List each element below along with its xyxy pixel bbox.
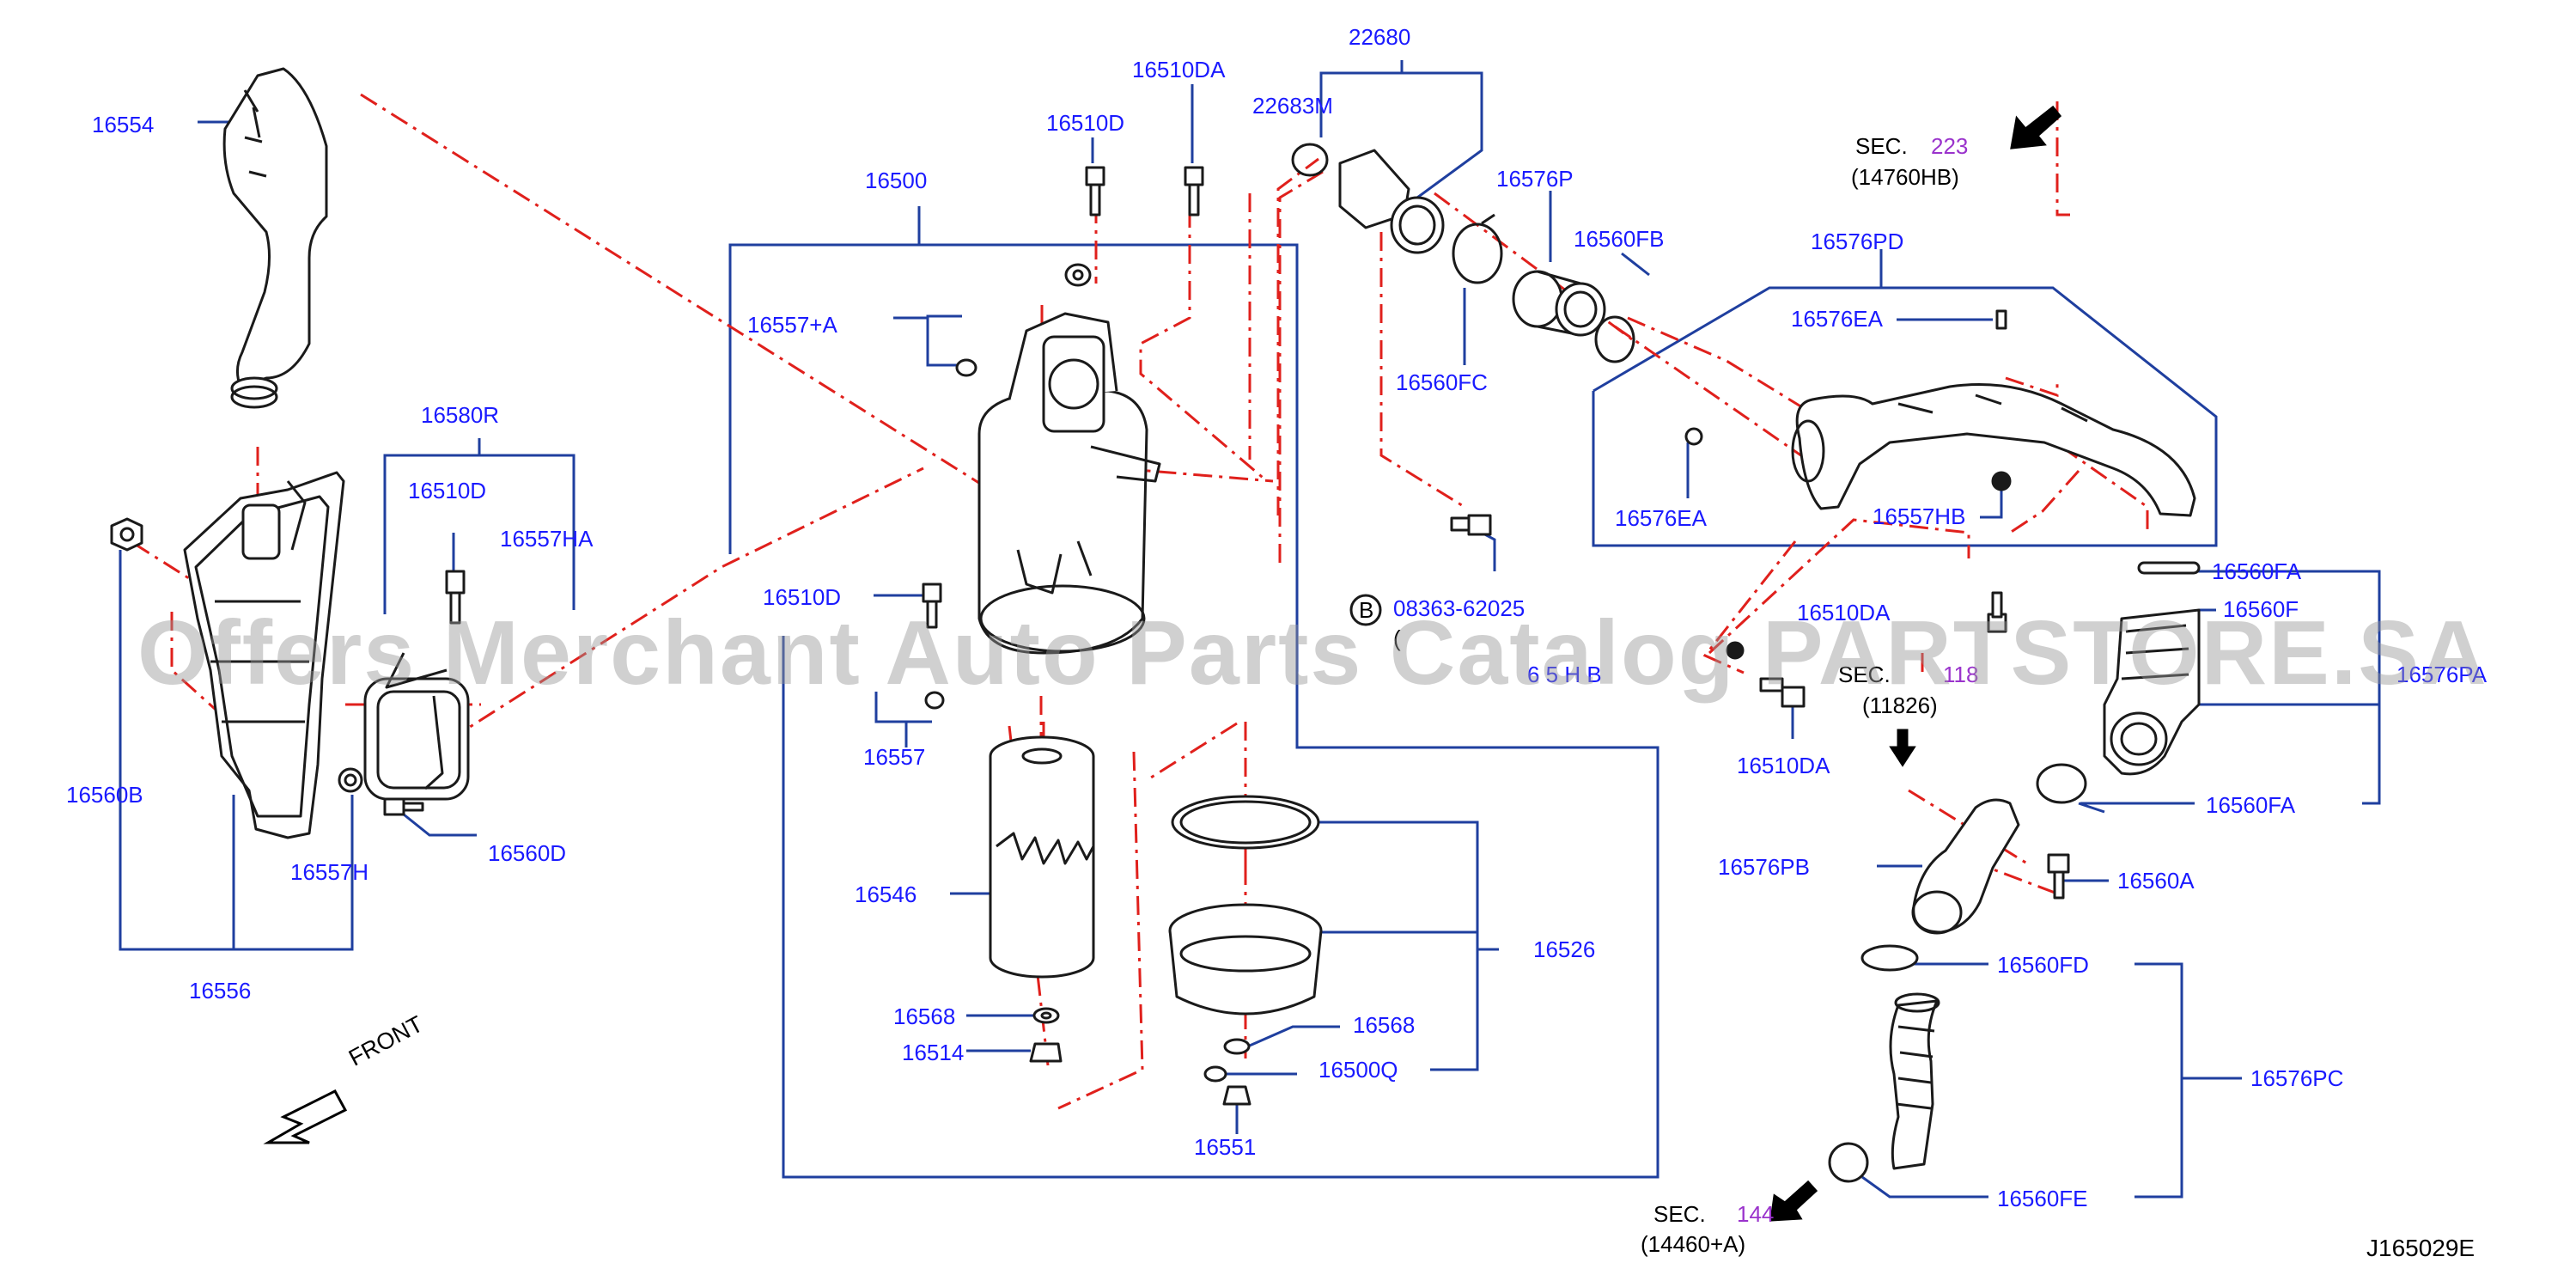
- label-16560FA-bottom: 16560FA: [2206, 792, 2296, 818]
- sec144-subref: (14460+A): [1641, 1231, 1746, 1257]
- label-16576P: 16576P: [1496, 166, 1574, 192]
- label-16546: 16546: [855, 882, 917, 907]
- inlet-duct-16554: [222, 67, 328, 409]
- label-08363-62025: 08363-62025: [1393, 595, 1526, 621]
- air-cleaner-housing-16500: [977, 312, 1161, 655]
- sec118-subref: (11826): [1862, 692, 1938, 718]
- sec223-subref: (14760HB): [1851, 164, 1959, 190]
- label-16557A: 16557+A: [747, 312, 837, 338]
- air-cleaner-case-16556: [183, 471, 345, 839]
- label-16576PB: 16576PB: [1718, 854, 1810, 880]
- label-16551: 16551: [1194, 1134, 1257, 1160]
- bolt-symbol: B: [1359, 597, 1374, 623]
- duct-assembly-16576PA: [2103, 608, 2201, 776]
- filter-element-16546: [989, 735, 1095, 979]
- label-16510DA-right: 16510DA: [1797, 600, 1891, 625]
- label-16560FB: 16560FB: [1574, 226, 1665, 252]
- label-16576PD: 16576PD: [1811, 229, 1904, 254]
- sec118-arrow: [1889, 729, 1916, 767]
- sec118-number[interactable]: 118: [1943, 662, 1979, 687]
- sec144-arrow: [1769, 1180, 1818, 1222]
- sec223-prefix: SEC.: [1855, 133, 1908, 159]
- label-16510DA-lower: 16510DA: [1737, 753, 1830, 778]
- label-16557HB-partial: 6 5 H B: [1527, 662, 1602, 687]
- maf-sensor-22680: [1338, 149, 1445, 254]
- label-16526: 16526: [1533, 936, 1596, 962]
- label-16576PC: 16576PC: [2250, 1065, 2344, 1091]
- watermark-text: Offers Merchant Auto Parts Catalog PARTS…: [137, 602, 2488, 704]
- label-16560FE: 16560FE: [1997, 1186, 2088, 1211]
- label-16556: 16556: [189, 978, 252, 1004]
- label-16510DA-top: 16510DA: [1132, 57, 1226, 82]
- label-16557: 16557: [863, 744, 926, 770]
- label-16576EA-bottom: 16576EA: [1615, 505, 1707, 531]
- label-16514: 16514: [902, 1040, 965, 1065]
- sec223-number[interactable]: 223: [1931, 133, 1969, 159]
- drawing-id: J165029E: [2366, 1235, 2476, 1261]
- label-16576PA: 16576PA: [2396, 662, 2488, 687]
- air-duct-16576PD: [1791, 383, 2196, 517]
- label-16560D: 16560D: [488, 840, 567, 866]
- sec144-prefix: SEC.: [1653, 1201, 1706, 1227]
- label-16560FC: 16560FC: [1396, 369, 1488, 395]
- part-illustrations: [110, 67, 2201, 1183]
- label-16557HB: 16557HB: [1873, 503, 1966, 529]
- label-16568-left: 16568: [893, 1004, 956, 1029]
- label-16557H: 16557H: [290, 859, 369, 885]
- label-16510D-center: 16510D: [763, 584, 842, 610]
- label-16576EA-top: 16576EA: [1791, 306, 1883, 332]
- label-16560FA-top: 16560FA: [2212, 558, 2302, 584]
- sec118-prefix: SEC.: [1838, 662, 1891, 687]
- label-16560B: 16560B: [66, 782, 143, 808]
- resonator-16580R: [363, 652, 470, 801]
- direction-arrows: [263, 105, 2062, 1222]
- label-16557HA: 16557HA: [500, 526, 594, 552]
- label-16568-right: 16568: [1353, 1012, 1416, 1038]
- front-arrow: [263, 1089, 348, 1144]
- label-16500Q: 16500Q: [1318, 1057, 1398, 1083]
- label-08363-qty: (: [1393, 625, 1401, 651]
- label-16554: 16554: [92, 112, 155, 137]
- label-16560F: 16560F: [2223, 596, 2299, 622]
- label-22683M: 22683M: [1252, 93, 1333, 119]
- label-22680: 22680: [1349, 24, 1411, 50]
- sec223-arrow: [2010, 105, 2062, 149]
- label-16500: 16500: [865, 168, 928, 193]
- label-16510D-top: 16510D: [1046, 110, 1125, 136]
- label-16560A: 16560A: [2117, 868, 2195, 894]
- label-16510D-left: 16510D: [408, 478, 487, 503]
- label-16580R: 16580R: [421, 402, 500, 428]
- label-16560FD: 16560FD: [1997, 952, 2089, 978]
- sec144-number[interactable]: 144: [1737, 1201, 1775, 1227]
